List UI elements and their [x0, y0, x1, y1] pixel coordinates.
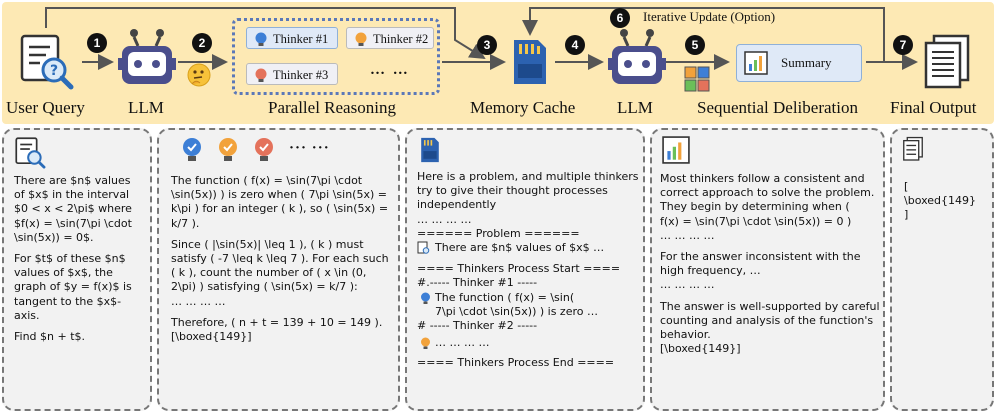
thinker-more: … … [370, 62, 410, 78]
robot-icon [608, 28, 666, 95]
llm-1-label: LLM [128, 98, 164, 117]
svg-text:?: ? [50, 63, 58, 79]
memory-process-start: ==== Thinkers Process Start ==== [417, 262, 621, 276]
robot-icon [118, 28, 176, 95]
step-1-badge: 1 [87, 33, 107, 53]
memory-cache-label: Memory Cache [470, 98, 576, 117]
step-4-badge: 4 [565, 35, 585, 55]
step-7-badge: 7 [893, 35, 913, 55]
document-stack-icon [922, 34, 972, 95]
thinkers-more: ··· ··· [289, 140, 330, 156]
memory-text: Here is a problem, and multiple thinkers… [417, 170, 643, 371]
deliberation-text: Most thinkers follow a consistent and co… [660, 172, 884, 363]
memory-card-icon [510, 38, 550, 91]
thinker-2-box: Thinker #2 [346, 27, 434, 49]
thinkers-text: The function ( f(x) = \sin(7\pi \cdot \s… [171, 174, 393, 351]
thinking-face-icon [186, 62, 212, 93]
memory-thinker2-row: … … … … [417, 336, 643, 350]
bulb-orange-icon [353, 31, 369, 54]
thinkers-panel: ··· ··· The function ( f(x) = \sin(7\pi … [157, 128, 400, 411]
bulb-orange-icon [215, 136, 241, 169]
summary-chart-icon [743, 50, 769, 81]
memory-thinker2-text: … … … … [435, 336, 490, 350]
dashboard-icon [662, 136, 690, 169]
deliberation-paragraph: Most thinkers follow a consistent and co… [660, 172, 875, 242]
thinker-3-box: Thinker #3 [246, 63, 338, 85]
query-paragraph: Find $n + t$. [14, 330, 86, 344]
query-text: There are $n$ values of $x$ in the inter… [14, 174, 142, 351]
summary-box: Summary [736, 44, 862, 82]
deliberation-paragraph: The answer is well-supported by careful … [660, 299, 880, 356]
bulb-orange-icon [419, 336, 432, 355]
thinker-paragraph: Since ( |\sin(5x)| \leq 1 ), ( k ) must … [171, 237, 389, 308]
query-doc-icon [14, 136, 48, 175]
thinker-3-label: Thinker #3 [273, 68, 329, 82]
memory-thinker2-header: # ----- Thinker #2 ----- [417, 319, 538, 333]
parallel-reasoning-label: Parallel Reasoning [268, 98, 396, 117]
step-6-badge: 6 [610, 8, 630, 28]
final-panel: [ \boxed{149} ] [890, 128, 994, 411]
sequential-deliberation-label: Sequential Deliberation [697, 98, 858, 117]
memory-card-icon [419, 136, 441, 169]
bulb-blue-icon [179, 136, 205, 169]
bulb-blue-icon [419, 291, 432, 310]
deliberation-paragraph: For the answer inconsistent with the hig… [660, 250, 861, 292]
memory-intro: Here is a problem, and multiple thinkers… [417, 170, 639, 226]
bulb-blue-icon [253, 31, 269, 54]
deliberation-panel: Most thinkers follow a consistent and co… [650, 128, 885, 411]
document-stack-icon [902, 136, 924, 167]
memory-thinker1-row: The function ( f(x) = \sin( 7\pi \cdot \… [417, 291, 643, 319]
final-output-label: Final Output [890, 98, 977, 117]
memory-thinker1-text: The function ( f(x) = \sin( 7\pi \cdot \… [435, 290, 598, 318]
thinker-paragraph: Therefore, ( n + t = 139 + 10 = 149 ). [… [171, 315, 383, 344]
user-query-label: User Query [6, 98, 85, 117]
query-paragraph: There are $n$ values of $x$ in the inter… [14, 174, 132, 244]
memory-thinker1-header: #.----- Thinker #1 ----- [417, 276, 538, 290]
thinker-paragraph: The function ( f(x) = \sin(7\pi \cdot \s… [171, 174, 389, 230]
thinker-1-box: Thinker #1 [246, 27, 338, 49]
memory-process-end: ==== Thinkers Process End ==== [417, 356, 615, 370]
memory-problem-line: There are $n$ values of $x$ … [435, 241, 605, 255]
bulb-red-icon [251, 136, 277, 169]
llm-2-label: LLM [617, 98, 653, 117]
step-2-badge: 2 [192, 33, 212, 53]
final-answer: [ \boxed{149} ] [904, 180, 976, 222]
dashboard-icon [684, 66, 710, 97]
query-doc-icon [417, 241, 432, 260]
summary-label: Summary [781, 55, 832, 70]
parallel-reasoning-box [232, 18, 440, 95]
memory-problem-header: ====== Problem ====== [417, 226, 580, 240]
step-5-badge: 5 [685, 35, 705, 55]
query-paragraph: For $t$ of these $n$ values of $x$, the … [14, 252, 132, 322]
iterative-update-label: Iterative Update (Option) [640, 9, 779, 25]
bulb-red-icon [253, 67, 269, 90]
query-panel: There are $n$ values of $x$ in the inter… [2, 128, 152, 411]
thinker-2-label: Thinker #2 [373, 32, 429, 46]
pipeline-arrows [45, 7, 918, 70]
memory-panel: Here is a problem, and multiple thinkers… [405, 128, 645, 411]
memory-problem-row: There are $n$ values of $x$ … [417, 241, 643, 255]
thinker-1-label: Thinker #1 [273, 32, 329, 46]
user-query-icon: ? [18, 32, 78, 97]
step-3-badge: 3 [477, 35, 497, 55]
